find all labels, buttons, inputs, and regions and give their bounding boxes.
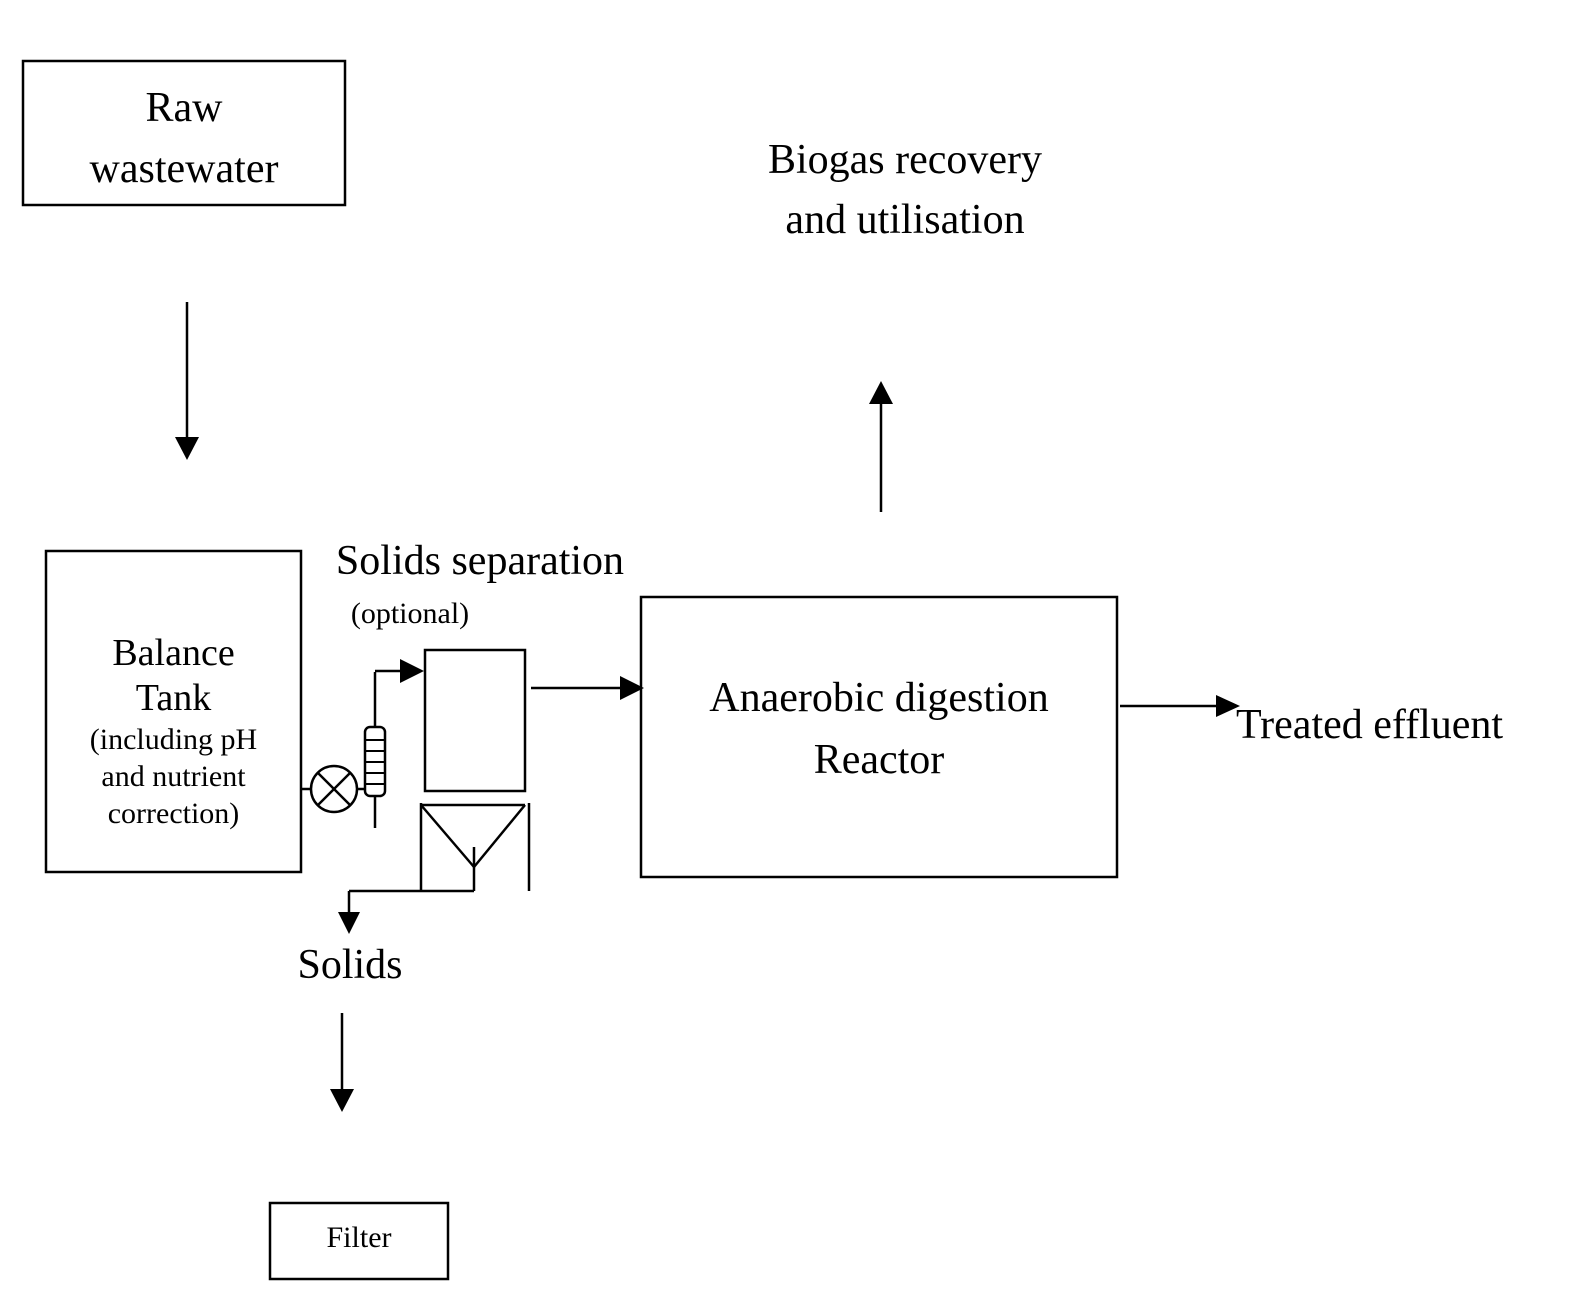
solids-separator-box: [423, 648, 527, 793]
raw-wastewater-line2: wastewater: [89, 146, 279, 192]
pump-cross-b: [317, 772, 351, 806]
reactor-line1: Anaerobic digestion: [709, 675, 1049, 721]
reactor-box: [639, 595, 1119, 879]
biogas-line1: Biogas recovery: [767, 137, 1043, 183]
arrowhead-solids-outlet: [338, 912, 360, 934]
balance-tank-line5: correction): [107, 797, 240, 830]
arrowhead-reactor-to-biogas: [869, 381, 893, 404]
arrowhead-meter-to-separator: [400, 659, 424, 683]
treated-effluent-label: Treated effluent: [1236, 702, 1504, 748]
filter-label: Filter: [326, 1221, 392, 1254]
solids-separation-note: (optional): [350, 597, 470, 630]
raw-wastewater-line1: Raw: [145, 85, 223, 131]
balance-tank-line3: (including pH: [89, 723, 258, 756]
balance-tank-line4: and nutrient: [101, 760, 246, 793]
arrowhead-raw-to-balance: [175, 437, 199, 460]
balance-tank-label: Balance Tank (including pH and nutrient …: [46, 631, 301, 832]
hopper-cone-left: [420, 804, 475, 868]
filter-box: [268, 1201, 450, 1281]
arrowhead-solids-to-filter: [330, 1089, 354, 1112]
reactor-line2: Reactor: [813, 737, 945, 783]
reactor-label: Anaerobic digestion Reactor: [641, 667, 1117, 791]
biogas-label: Biogas recovery and utilisation: [715, 130, 1095, 250]
balance-tank-line2: Tank: [135, 677, 212, 719]
solids-label: Solids: [297, 942, 403, 988]
hopper-cone-right: [473, 804, 526, 868]
balance-tank-line1: Balance: [112, 632, 235, 674]
raw-wastewater-label: Raw wastewater: [23, 78, 345, 200]
raw-wastewater-box: [21, 59, 347, 207]
arrowhead-reactor-to-effluent: [1216, 695, 1240, 717]
balance-tank-box: [44, 549, 303, 874]
solids-separation-title: Solids separation: [335, 538, 625, 584]
arrowhead-separator-to-reactor: [620, 676, 644, 700]
biogas-line2: and utilisation: [785, 197, 1025, 243]
